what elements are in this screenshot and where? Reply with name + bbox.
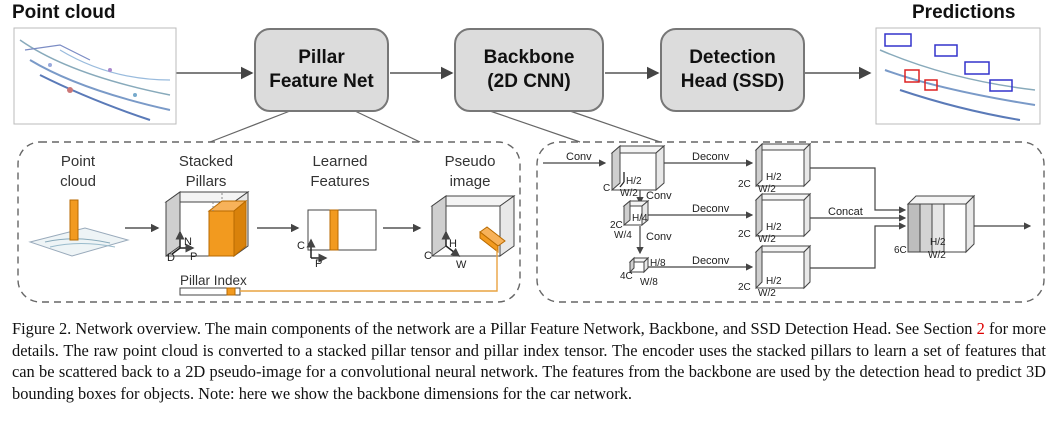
cat-w: W/2 bbox=[928, 250, 946, 261]
stacked-pillars-tensor bbox=[164, 191, 250, 258]
predictions-image bbox=[875, 27, 1041, 125]
b1-c: C bbox=[603, 183, 611, 194]
u3-h: H/2 bbox=[766, 276, 782, 287]
figure-caption: Figure 2. Network overview. The main com… bbox=[12, 318, 1046, 404]
conv-label-1: Conv bbox=[646, 190, 672, 202]
detection-head-box: Detection Head (SSD) bbox=[660, 28, 805, 112]
deconv-label-3: Deconv bbox=[692, 255, 730, 267]
axis-p-features: P bbox=[315, 258, 323, 270]
u3-w: W/2 bbox=[758, 288, 776, 299]
cat-h: H/2 bbox=[930, 237, 946, 248]
label-point-cloud: Point cloud bbox=[60, 153, 96, 190]
label-pillar-index: Pillar Index bbox=[180, 273, 247, 288]
b3-w: W/8 bbox=[640, 277, 658, 288]
u1-w: W/2 bbox=[758, 184, 776, 195]
point-cloud-pillar bbox=[28, 199, 130, 257]
b2-h: H/4 bbox=[632, 213, 648, 224]
pillar-feature-net-box: Pillar Feature Net bbox=[254, 28, 389, 112]
axis-p: P bbox=[190, 251, 198, 263]
caption-suffix: for more details. The raw point cloud is… bbox=[12, 319, 1046, 403]
axis-n: N bbox=[184, 236, 192, 248]
backbone-detail-panel bbox=[536, 141, 1045, 303]
b3-c: 4C bbox=[620, 271, 633, 282]
axis-w: W bbox=[456, 259, 467, 271]
u2-w: W/2 bbox=[758, 234, 776, 245]
caption-prefix: Figure 2. Network overview. The main com… bbox=[12, 319, 977, 338]
u2-h: H/2 bbox=[766, 222, 782, 233]
concat-label: Concat bbox=[828, 206, 863, 218]
cat-c: 6C bbox=[894, 245, 907, 256]
section-ref-link[interactable]: 2 bbox=[976, 319, 985, 338]
deconv-label-1: Deconv bbox=[692, 151, 730, 163]
axis-c-pseudo: C bbox=[424, 250, 432, 262]
axis-c-features: C bbox=[297, 240, 305, 252]
backbone-box: Backbone (2D CNN) bbox=[454, 28, 604, 112]
backbone-network bbox=[543, 142, 1032, 290]
label-stacked-pillars: Stacked Pillars bbox=[178, 153, 234, 190]
axis-h: H bbox=[449, 238, 457, 250]
b1-h: H/2 bbox=[626, 176, 642, 187]
predictions-title: Predictions bbox=[912, 2, 1016, 23]
point-cloud-title: Point cloud bbox=[12, 2, 116, 23]
conv-label-2: Conv bbox=[646, 231, 672, 243]
b2-c: 2C bbox=[610, 220, 623, 231]
axis-d: D bbox=[167, 252, 175, 264]
u3-c: 2C bbox=[738, 282, 751, 293]
pillar-index-tensor bbox=[179, 250, 498, 296]
u1-h: H/2 bbox=[766, 172, 782, 183]
pseudo-image-tensor bbox=[430, 195, 516, 257]
conv-label-input: Conv bbox=[566, 151, 592, 163]
b2-w: W/4 bbox=[614, 230, 632, 241]
learned-features-tensor bbox=[306, 209, 377, 263]
point-cloud-image bbox=[13, 27, 177, 125]
u2-c: 2C bbox=[738, 229, 751, 240]
label-pseudo-image: Pseudo image bbox=[444, 153, 496, 190]
u1-c: 2C bbox=[738, 179, 751, 190]
label-learned-features: Learned Features bbox=[310, 153, 370, 190]
deconv-label-2: Deconv bbox=[692, 203, 730, 215]
b1-w: W/2 bbox=[620, 188, 638, 199]
pfn-detail-panel bbox=[17, 141, 521, 303]
b3-h: H/8 bbox=[650, 258, 666, 269]
